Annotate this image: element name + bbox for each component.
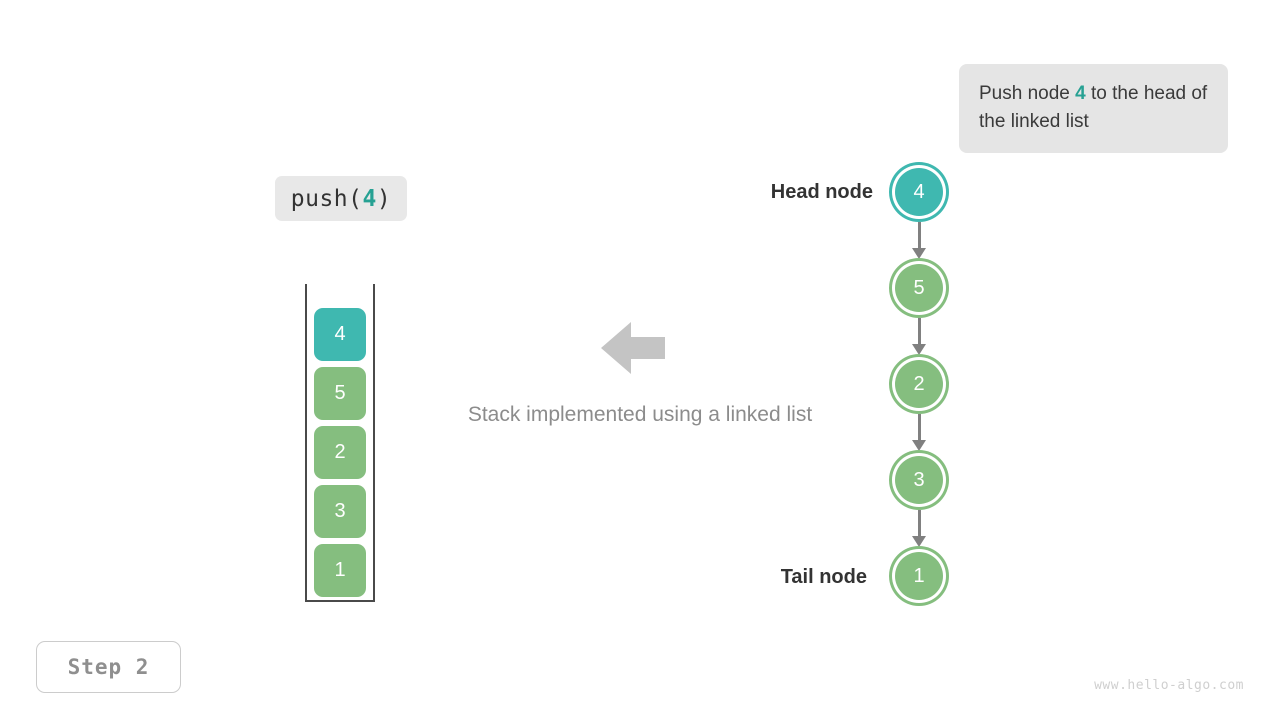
node-value: 5 (913, 276, 925, 299)
left-arrow-icon (601, 318, 665, 378)
stack-cell: 5 (314, 367, 366, 420)
linked-list-node: 3 (889, 450, 949, 510)
node-link-line (918, 318, 921, 348)
linked-list-node: 2 (889, 354, 949, 414)
node-link-arrowhead (912, 440, 926, 451)
stack-cell: 3 (314, 485, 366, 538)
linked-list-node-tail: 1 (889, 546, 949, 606)
node-value: 4 (913, 180, 925, 203)
node-link-line (918, 510, 921, 540)
node-link-arrowhead (912, 248, 926, 259)
stack-cell: 4 (314, 308, 366, 361)
diagram-caption: Stack implemented using a linked list (467, 403, 813, 426)
head-node-label: Head node (770, 181, 873, 203)
stack-cell-value: 2 (334, 441, 346, 463)
callout-text-before: Push node (979, 83, 1076, 104)
callout-push-description: Push node 4 to the head of the linked li… (959, 64, 1228, 154)
push-value: 4 (362, 185, 377, 212)
push-prefix: push( (290, 185, 363, 212)
linked-list-node-head: 4 (889, 162, 949, 222)
stack-cell-value: 4 (334, 323, 346, 345)
stack-cell-value: 3 (334, 500, 346, 522)
node-value: 2 (913, 372, 925, 395)
callout-highlight-value: 4 (1075, 83, 1086, 104)
step-badge: Step 2 (36, 641, 181, 693)
stack-cell-value: 5 (334, 382, 346, 404)
node-value: 3 (913, 468, 925, 491)
stack-cell-value: 1 (334, 559, 346, 581)
stack-cell: 1 (314, 544, 366, 597)
stack-cell: 2 (314, 426, 366, 479)
stack-container: 4 5 2 3 1 (305, 284, 375, 602)
node-link-line (918, 414, 921, 444)
node-value: 1 (913, 564, 925, 587)
callout-text-after: to the head of the linked list (979, 83, 1208, 132)
node-link-arrowhead (912, 536, 926, 547)
linked-list-node: 5 (889, 258, 949, 318)
push-operation-label: push(4) (275, 176, 407, 221)
node-link-arrowhead (912, 344, 926, 355)
watermark: www.hello-algo.com (1094, 678, 1244, 693)
node-link-line (918, 222, 921, 252)
tail-node-label: Tail node (780, 566, 867, 588)
push-suffix: ) (376, 185, 392, 212)
